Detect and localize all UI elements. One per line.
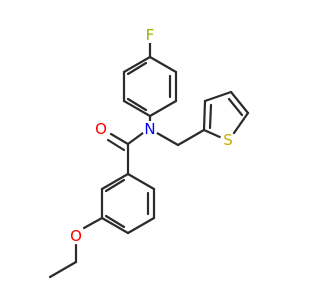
nitrogen-atom: N xyxy=(142,120,158,138)
fluorine-label: F xyxy=(146,26,155,44)
fluorine-atom: F xyxy=(142,26,158,44)
ether-oxygen-atom: O xyxy=(68,227,84,245)
nitrogen-label: N xyxy=(144,120,155,138)
ether-oxygen-label: O xyxy=(70,227,82,245)
carbonyl-oxygen-atom: O xyxy=(93,120,109,138)
atom-labels: F O N S O xyxy=(68,26,236,245)
carbonyl-oxygen-label: O xyxy=(95,120,107,138)
bond-lines xyxy=(48,40,250,279)
sulfur-label: S xyxy=(223,131,233,149)
sulfur-atom: S xyxy=(220,131,236,149)
molecule-structure: F O N S O xyxy=(48,26,250,279)
